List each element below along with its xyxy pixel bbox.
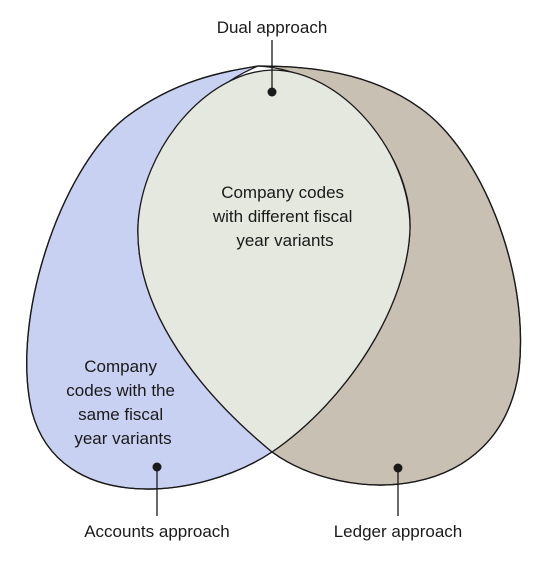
- accounts-outline: [26, 65, 273, 490]
- overlap-line-3: year variants: [236, 231, 333, 250]
- overlap-line-1: Company codes: [221, 183, 344, 202]
- dual-callout-dot: [267, 87, 277, 97]
- overlap-text: Company codes with different fiscal year…: [212, 183, 357, 250]
- accounts-callout-dot: [152, 462, 162, 472]
- overlap-line-2: with different fiscal: [212, 207, 353, 226]
- accounts-line-3: same fiscal: [78, 405, 163, 424]
- accounts-region-text: Company codes with the same fiscal year …: [66, 357, 179, 448]
- accounts-approach-label: Accounts approach: [84, 522, 230, 541]
- ledger-outline: [257, 65, 522, 486]
- accounts-line-1: Company: [84, 357, 157, 376]
- dual-approach-label: Dual approach: [217, 18, 328, 37]
- ledger-approach-label: Ledger approach: [334, 522, 463, 541]
- accounts-line-4: year variants: [74, 429, 171, 448]
- accounts-line-2: codes with the: [66, 381, 175, 400]
- ledger-callout-dot: [393, 463, 403, 473]
